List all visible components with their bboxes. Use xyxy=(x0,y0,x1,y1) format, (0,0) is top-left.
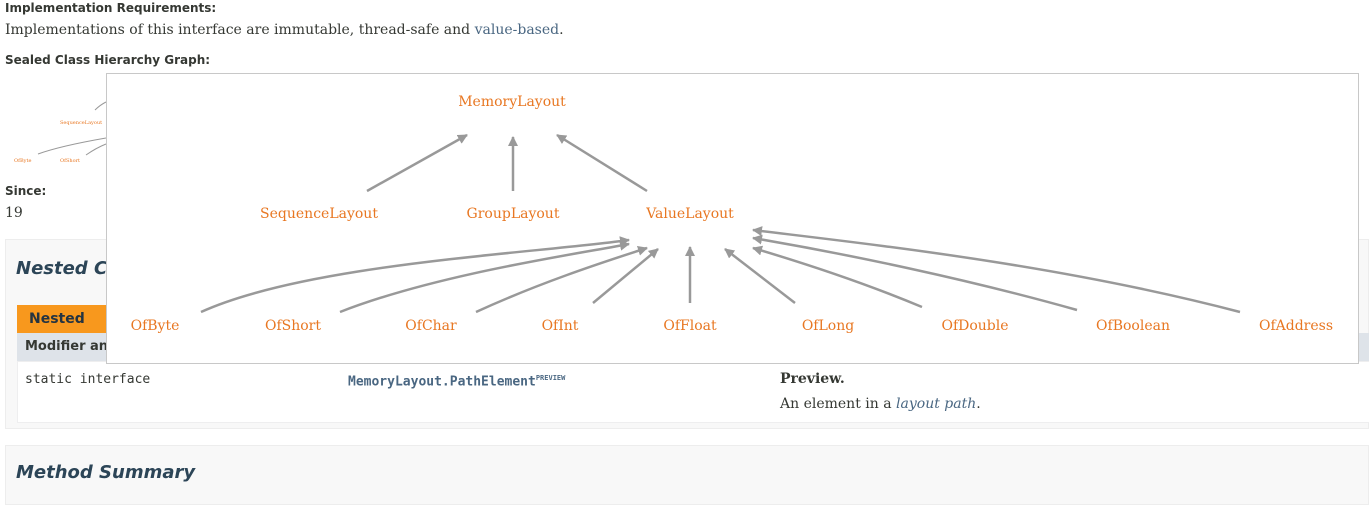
impl-req-text: Implementations of this interface are im… xyxy=(5,22,564,38)
edge-OfBoolean-to-ValueLayout xyxy=(752,234,1078,312)
nested-classes-table: static interface MemoryLayout.PathElemen… xyxy=(17,361,1369,423)
node-OfInt[interactable]: OfInt xyxy=(542,318,579,334)
node-OfDouble[interactable]: OfDouble xyxy=(941,318,1008,334)
node-GroupLayout[interactable]: GroupLayout xyxy=(467,206,560,222)
node-OfFloat[interactable]: OfFloat xyxy=(663,318,717,334)
node-OfAddress[interactable]: OfAddress xyxy=(1259,318,1333,334)
desc-after: . xyxy=(976,396,981,412)
thumb-edge xyxy=(94,101,107,111)
layout-path-link[interactable]: layout path xyxy=(896,396,977,412)
graph-heading: Sealed Class Hierarchy Graph: xyxy=(5,53,211,67)
node-OfLong[interactable]: OfLong xyxy=(802,318,854,334)
thumb-label: OfByte xyxy=(14,158,31,164)
impl-req-heading: Implementation Requirements: xyxy=(5,1,217,15)
path-element-name[interactable]: MemoryLayout.PathElement xyxy=(348,374,536,390)
impl-text-before: Implementations of this interface are im… xyxy=(5,22,475,38)
path-element-link[interactable]: MemoryLayout.PathElementPREVIEW xyxy=(348,374,565,389)
thumb-label: SequenceLayout xyxy=(60,120,102,126)
thumb-edge xyxy=(85,143,107,156)
preview-badge: PREVIEW xyxy=(535,374,566,382)
preview-label: Preview. xyxy=(780,371,845,387)
method-summary-title: Method Summary xyxy=(16,462,196,483)
since-value: 19 xyxy=(5,205,23,221)
edge-SequenceLayout-to-MemoryLayout xyxy=(366,133,468,193)
graph-thumbnail[interactable]: SequenceLayout OfByte OfShort xyxy=(0,80,110,170)
node-MemoryLayout[interactable]: MemoryLayout xyxy=(458,94,566,110)
row-description: An element in a layout path. xyxy=(780,396,981,412)
impl-text-after: . xyxy=(559,22,564,38)
thumb-edge xyxy=(37,137,107,155)
edge-OfChar-to-ValueLayout xyxy=(475,245,648,314)
row-modifier: static interface xyxy=(25,372,151,387)
edge-OfShort-to-ValueLayout xyxy=(339,240,630,314)
edge-OfDouble-to-ValueLayout xyxy=(752,245,923,309)
desc-before: An element in a xyxy=(780,396,897,412)
node-SequenceLayout[interactable]: SequenceLayout xyxy=(260,206,378,222)
value-based-link[interactable]: value-based xyxy=(474,22,560,38)
node-OfChar[interactable]: OfChar xyxy=(405,318,457,334)
thumb-label: OfShort xyxy=(60,158,80,164)
node-OfBoolean[interactable]: OfBoolean xyxy=(1096,318,1170,334)
edge-ValueLayout-to-MemoryLayout xyxy=(556,133,648,193)
node-OfShort[interactable]: OfShort xyxy=(265,318,321,334)
edge-OfAddress-to-ValueLayout xyxy=(752,226,1241,314)
method-summary-section: Method Summary xyxy=(5,445,1369,505)
edge-OfByte-to-ValueLayout xyxy=(200,236,630,314)
edge-OfLong-to-ValueLayout xyxy=(724,248,796,304)
node-ValueLayout[interactable]: ValueLayout xyxy=(645,206,734,222)
since-heading: Since: xyxy=(5,184,47,198)
node-OfByte[interactable]: OfByte xyxy=(131,318,180,334)
edge-OfInt-to-ValueLayout xyxy=(592,248,659,304)
